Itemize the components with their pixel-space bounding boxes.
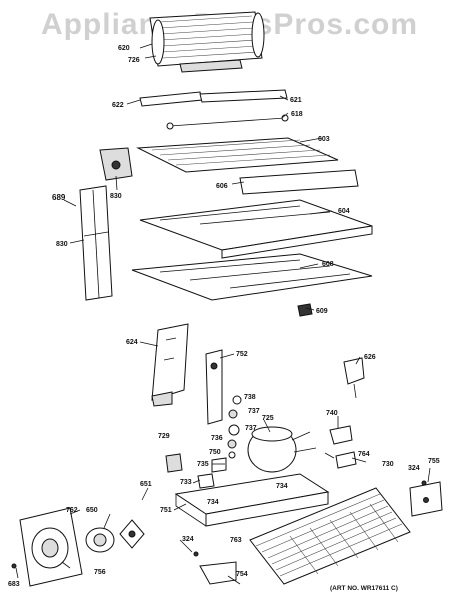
label-603: 603 <box>318 136 330 143</box>
part-733 <box>197 473 215 489</box>
clip-part <box>297 303 313 317</box>
part-683 <box>11 563 17 569</box>
fan-blade-part <box>119 519 145 549</box>
label-751: 751 <box>160 507 172 514</box>
condenser-coil-part <box>249 487 411 585</box>
label-734-b: 734 <box>207 499 219 506</box>
label-830-top: 830 <box>110 193 122 200</box>
label-737-b: 737 <box>245 425 257 432</box>
label-830-side: 830 <box>56 241 68 248</box>
label-324-right: 324 <box>408 465 420 472</box>
label-618: 618 <box>291 111 303 118</box>
crisper-cover-part <box>131 253 373 301</box>
rail-part <box>199 89 288 103</box>
label-608: 608 <box>322 261 334 268</box>
fan-shroud-part <box>19 507 83 587</box>
leader-lines <box>15 43 431 585</box>
screw-part <box>421 480 427 486</box>
label-764: 764 <box>358 451 370 458</box>
label-762: 762 <box>66 507 78 514</box>
drain-pan-part <box>199 561 237 585</box>
screw-part-2 <box>193 551 199 557</box>
label-752: 752 <box>236 351 248 358</box>
label-651: 651 <box>140 481 152 488</box>
side-channel-part <box>79 185 113 301</box>
art-number: (ART NO. WR17611 C) <box>330 585 398 592</box>
evaporator-coil-part <box>149 11 265 73</box>
label-609: 609 <box>316 308 328 315</box>
compressor-bracket-part <box>205 349 223 425</box>
mounting-bracket-part <box>409 481 443 517</box>
label-733: 733 <box>180 479 192 486</box>
relay-part <box>165 453 183 473</box>
front-trim-part <box>239 169 359 195</box>
part-labels: 620 726 622 621 618 603 606 830 689 830 … <box>8 45 440 588</box>
part-735 <box>211 457 227 473</box>
label-729: 729 <box>158 433 170 440</box>
label-604: 604 <box>338 208 350 215</box>
rod-part <box>166 114 289 130</box>
air-duct-part <box>151 323 189 407</box>
label-756: 756 <box>94 569 106 576</box>
compressor-part <box>247 426 317 473</box>
label-735: 735 <box>197 461 209 468</box>
label-624: 624 <box>126 339 138 346</box>
label-626: 626 <box>364 354 376 361</box>
clip-part-740 <box>329 425 353 445</box>
label-606: 606 <box>216 183 228 190</box>
label-755: 755 <box>428 458 440 465</box>
label-737-a: 737 <box>248 408 260 415</box>
label-620: 620 <box>118 45 130 52</box>
label-730: 730 <box>382 461 394 468</box>
label-763: 763 <box>230 537 242 544</box>
grommet-parts <box>227 395 242 459</box>
shelf-part <box>136 137 339 173</box>
base-pan-part <box>174 473 330 527</box>
label-621: 621 <box>290 97 302 104</box>
control-part <box>343 357 365 399</box>
clip-part-764 <box>335 451 357 469</box>
label-650: 650 <box>86 507 98 514</box>
label-683: 683 <box>8 581 20 588</box>
label-738: 738 <box>244 394 256 401</box>
label-736: 736 <box>211 435 223 442</box>
label-726: 726 <box>128 57 140 64</box>
label-324-bottom: 324 <box>182 536 194 543</box>
label-754: 754 <box>236 571 248 578</box>
label-622: 622 <box>112 102 124 109</box>
label-750: 750 <box>209 449 221 456</box>
hinge-bracket-part <box>99 147 133 181</box>
label-725: 725 <box>262 415 274 422</box>
tray-part <box>139 199 373 259</box>
label-734-a: 734 <box>276 483 288 490</box>
label-740: 740 <box>326 410 338 417</box>
label-689: 689 <box>52 193 66 202</box>
fan-motor-part <box>85 527 115 553</box>
shelf-rail-part <box>139 91 203 107</box>
